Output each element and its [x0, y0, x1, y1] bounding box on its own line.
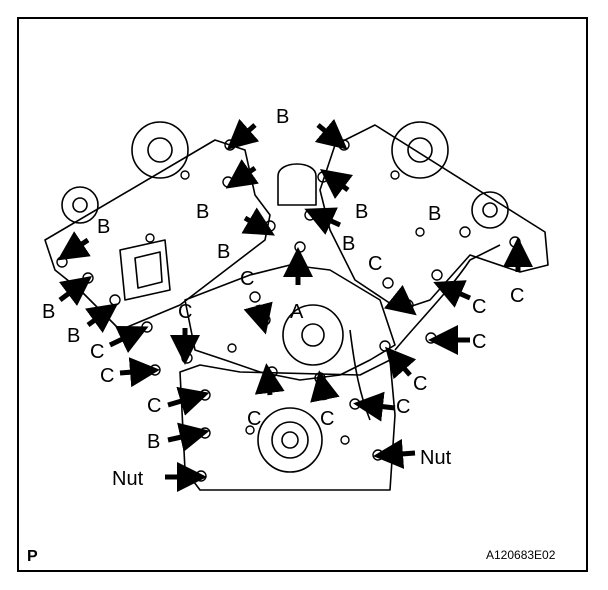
label-A: A: [290, 301, 304, 323]
label-C: C: [472, 296, 486, 318]
arrow: [58, 276, 92, 306]
arrow: [310, 370, 340, 403]
label-C: C: [147, 395, 161, 417]
label-nut: Nut: [112, 468, 144, 490]
arrow: [353, 391, 396, 422]
label-C: C: [320, 408, 334, 430]
arrow: [85, 303, 119, 333]
arrow: [108, 325, 149, 354]
arrow: [304, 207, 342, 235]
arrow: [226, 118, 260, 150]
label-C: C: [368, 253, 382, 275]
label-C: C: [100, 365, 114, 387]
label-B: B: [428, 203, 441, 225]
arrow: [373, 438, 416, 469]
arrow: [167, 386, 210, 416]
label-B: B: [67, 325, 80, 347]
left-bank-cover: [44, 139, 271, 331]
label-C: C: [247, 408, 261, 430]
arrow: [167, 422, 210, 452]
arrow: [385, 346, 417, 380]
lower-front-cover: [179, 359, 396, 491]
label-B: B: [355, 201, 368, 223]
figure-frame: [17, 17, 588, 572]
corner-mark: P: [27, 548, 38, 565]
right-idler-pulley: [471, 191, 509, 229]
arrow: [254, 363, 285, 396]
right-cam-sprocket: [391, 121, 449, 179]
arrow: [320, 169, 353, 199]
label-B: B: [217, 241, 230, 263]
label-nut: Nut: [420, 447, 452, 469]
label-C: C: [178, 301, 192, 323]
thermostat-housing: [277, 163, 317, 206]
arrow: [57, 231, 91, 261]
arrow: [225, 159, 259, 189]
label-B: B: [276, 106, 289, 128]
label-B: B: [147, 431, 160, 453]
arrow: [433, 280, 471, 308]
label-C: C: [472, 331, 486, 353]
label-B: B: [97, 216, 110, 238]
left-cam-sprocket: [131, 121, 189, 179]
crankshaft-seal: [257, 407, 323, 473]
label-C: C: [413, 373, 427, 395]
label-B: B: [196, 201, 209, 223]
water-pump-pulley: [282, 304, 344, 366]
label-C: C: [510, 285, 524, 307]
bolt-heads: [56, 139, 521, 482]
arrow: [383, 284, 417, 316]
figure-reference-code: A120683E02: [486, 548, 556, 562]
label-C: C: [90, 341, 104, 363]
label-C: C: [240, 268, 254, 290]
left-idler-pulley: [61, 186, 99, 224]
callout-arrows: [57, 118, 533, 492]
arrow: [119, 357, 160, 388]
label-C: C: [396, 396, 410, 418]
arrow: [243, 301, 273, 335]
label-B: B: [342, 233, 355, 255]
callout-labels: B B B B B B B B B B A C C C C C C C C C …: [42, 106, 524, 490]
arrow: [314, 118, 348, 150]
arrow: [241, 207, 275, 236]
label-B: B: [42, 301, 55, 323]
